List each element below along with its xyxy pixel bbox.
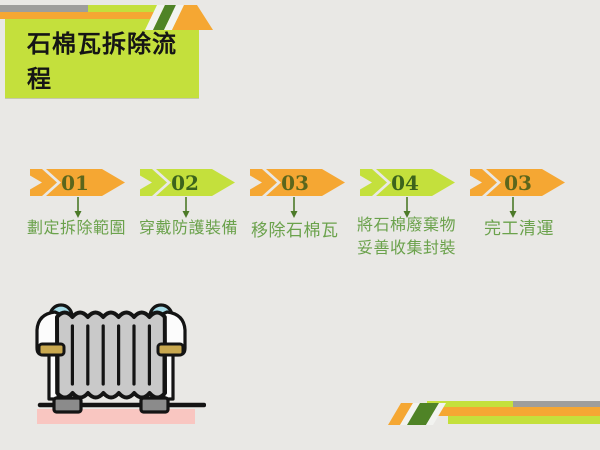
chevron-arrow-icon: 02 [140,169,235,196]
glove-icon [37,342,66,357]
corrugated-sheet [55,310,167,400]
worker-right-hands [139,342,185,414]
step-number: 01 [61,171,89,195]
step-label: 完工清運 [484,219,554,238]
bottom-green-thin-bar [427,401,513,407]
workers-carrying-sheet-illustration [35,303,206,424]
chevron-arrow-icon: 04 [360,169,455,196]
bottom-orange-bar [437,407,600,416]
down-arrow-icon [509,197,517,218]
down-arrow-icon [403,197,411,218]
step-number: 04 [391,171,419,195]
chevron-arrow-icon: 01 [30,169,125,196]
bottom-gray-bar [513,401,600,407]
glove-icon [156,342,185,357]
step-number: 03 [281,171,309,195]
top-green-bar [88,5,165,12]
down-arrow-icon [290,197,298,218]
boot-icon [52,396,83,414]
step-label: 劃定拆除範圍 [27,220,127,237]
title-banner: 石棉瓦拆除流程 [5,19,199,98]
down-arrow-icon [74,197,82,218]
step-number: 03 [504,171,532,195]
top-diagonal-stripes-icon [145,5,213,30]
boot-icon [139,396,170,414]
step-label: 移除石棉瓦 [251,221,339,240]
chevron-arrow-icon: 03 [250,169,345,196]
down-arrow-icon [182,197,190,218]
bottom-green-bar [448,416,600,424]
worker-left-hands [37,342,83,414]
slide-title: 石棉瓦拆除流程 [27,30,177,93]
step-label: 穿戴防護裝備 [139,220,239,237]
top-orange-bar [0,12,176,19]
step-number: 02 [171,171,199,195]
step-label: 將石棉廢棄物 妥善收集封裝 [357,217,457,257]
bottom-diagonal-stripes-icon [388,403,446,425]
chevron-arrow-icon: 03 [470,169,565,196]
top-gray-bar [0,5,88,12]
